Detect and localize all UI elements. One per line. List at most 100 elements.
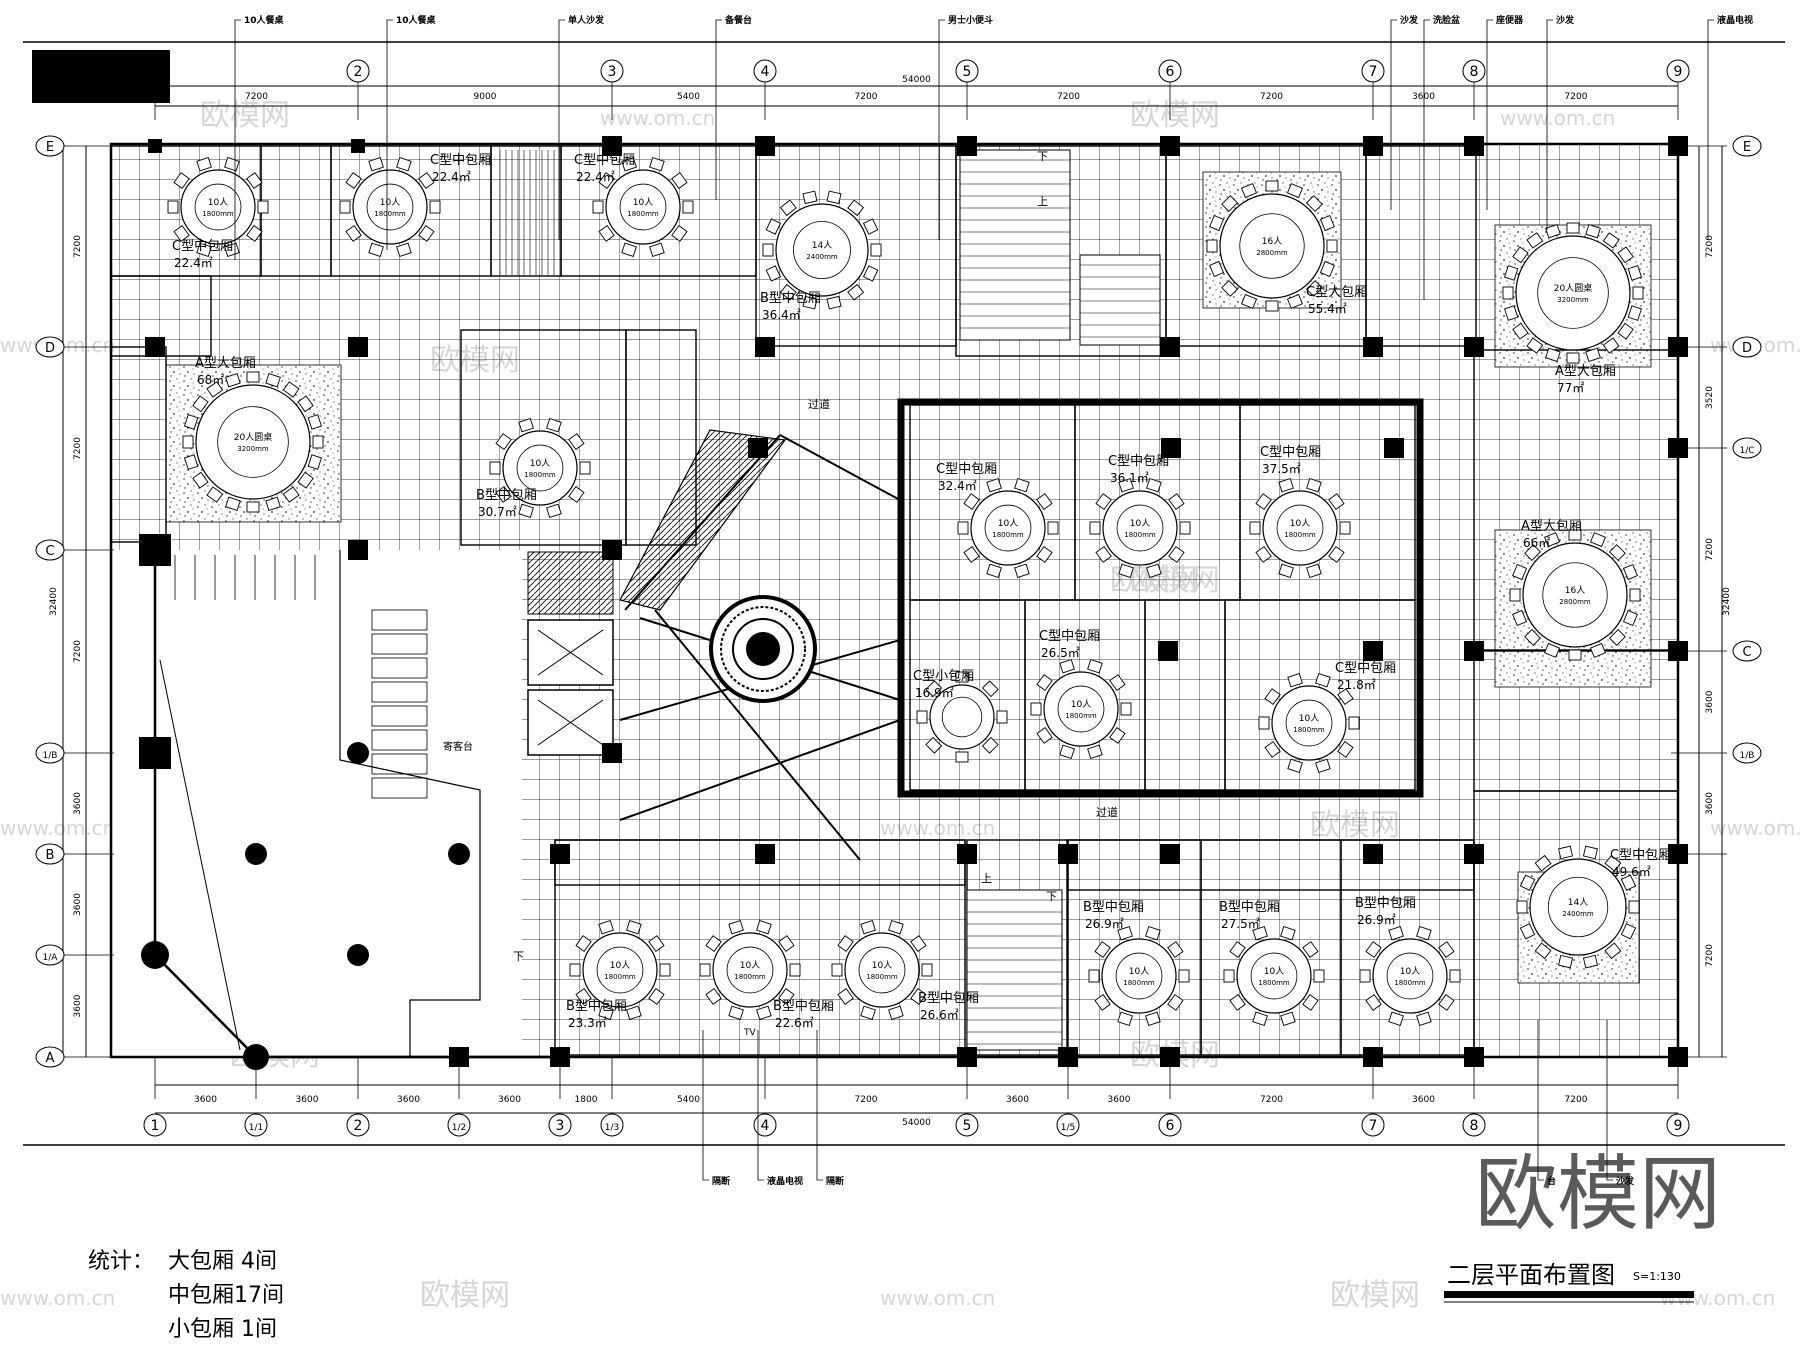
dim-value: 5400 — [677, 92, 700, 102]
axis-bubble — [548, 1113, 572, 1137]
column — [1160, 337, 1180, 357]
table-size: 1800mm — [992, 531, 1024, 539]
round-table — [180, 169, 256, 245]
chair — [1609, 629, 1626, 646]
dim-total: 32400 — [1722, 587, 1732, 616]
chair — [1632, 286, 1644, 300]
axis-label: C — [45, 544, 54, 559]
chair — [546, 503, 562, 518]
elevator-x — [537, 629, 604, 676]
lazy-susan — [1250, 952, 1298, 1000]
column — [139, 534, 171, 566]
dim-value: 7200 — [1705, 944, 1715, 967]
room-area: 77㎡ — [1557, 381, 1584, 395]
chair — [837, 988, 854, 1005]
dim-value: 1800 — [575, 1095, 598, 1105]
dim-value: 3600 — [498, 1095, 521, 1105]
axis-bubble — [35, 843, 65, 865]
lazy-susan — [619, 183, 667, 231]
callout-label: 沙发 — [1400, 14, 1419, 26]
axis-bubble — [600, 59, 624, 83]
chair — [1622, 609, 1638, 627]
room-name: C型中包厢 — [1335, 661, 1396, 676]
room-area: 27.5㎡ — [1221, 917, 1260, 931]
chair — [1036, 493, 1053, 510]
dim-value: 3600 — [1705, 690, 1715, 713]
axis-label: 2 — [354, 64, 363, 80]
axis-label: 1/B — [1740, 751, 1755, 761]
chair — [1558, 954, 1574, 969]
chair — [1059, 659, 1075, 674]
chair — [837, 935, 854, 952]
axis-label: 1/3 — [605, 1123, 619, 1133]
lazy-susan — [217, 406, 289, 478]
chair — [1278, 563, 1294, 578]
axis-bubble — [35, 742, 65, 764]
chair — [1223, 969, 1235, 983]
chair — [1348, 716, 1360, 730]
dim-total: 54000 — [902, 1118, 931, 1128]
chair — [1109, 674, 1126, 691]
room-name: C型中包厢 — [1610, 848, 1671, 863]
chair — [265, 373, 281, 388]
chair — [1502, 286, 1514, 300]
stair-up-label: 上 — [981, 872, 992, 885]
room-area: 55.4㎡ — [1308, 302, 1347, 316]
wall — [959, 149, 1071, 341]
column — [1464, 337, 1484, 357]
table-size: 1800mm — [524, 471, 556, 479]
room-name: A型大包厢 — [1521, 519, 1582, 534]
chair — [682, 200, 694, 214]
chair — [705, 988, 722, 1005]
round-table — [502, 430, 578, 506]
chair — [1504, 265, 1519, 281]
title-underline-thick — [1444, 1291, 1694, 1298]
chair — [1047, 521, 1059, 535]
chair — [1627, 305, 1642, 321]
axis-bubble — [346, 1113, 370, 1137]
table-seats: 20人圆桌 — [1554, 282, 1592, 294]
chair — [1512, 246, 1529, 264]
chair — [1146, 563, 1162, 578]
chair — [728, 1005, 744, 1020]
chair — [1438, 994, 1455, 1011]
axis-bubble — [35, 944, 65, 966]
callout-leader — [386, 19, 393, 250]
furniture: 10人1800mm10人1800mm10人1800mm14人2400mm16人2… — [167, 157, 1644, 1026]
column — [1158, 641, 1178, 661]
axis-bubble — [1361, 1113, 1385, 1137]
chair — [671, 225, 688, 242]
round-table — [1262, 490, 1338, 566]
dim-total: 32400 — [49, 587, 59, 616]
wall — [110, 346, 167, 543]
chair — [312, 435, 324, 449]
table-seats: 10人 — [1071, 699, 1091, 710]
table-size: 3200mm — [237, 445, 269, 453]
room-name: B型中包厢 — [773, 999, 834, 1014]
chair — [598, 172, 615, 189]
wall — [1365, 145, 1477, 347]
columns — [32, 50, 1688, 1070]
axis-label: 1/5 — [1061, 1123, 1075, 1133]
chair — [1118, 563, 1134, 578]
chair — [1014, 563, 1030, 578]
corridor-label: 过道 — [808, 397, 830, 411]
room-area: 22.4㎡ — [432, 170, 471, 184]
chair — [1229, 941, 1246, 958]
table-seats: 10人 — [530, 458, 550, 469]
table-size: 1800mm — [866, 973, 898, 981]
axis-bubble — [35, 336, 65, 358]
chair — [1109, 727, 1126, 744]
chair — [925, 680, 943, 698]
column — [957, 136, 977, 156]
chair — [1229, 994, 1246, 1011]
room-name: B型中包厢 — [476, 488, 537, 503]
axis-bubble — [1732, 135, 1762, 157]
wall — [966, 889, 1063, 1051]
chair — [1438, 941, 1455, 958]
chair — [569, 963, 581, 977]
watermark-brand: 欧模网 — [420, 1278, 510, 1313]
chair — [1617, 322, 1634, 340]
room-area: 22.6㎡ — [775, 1016, 814, 1030]
lazy-susan — [793, 221, 851, 279]
